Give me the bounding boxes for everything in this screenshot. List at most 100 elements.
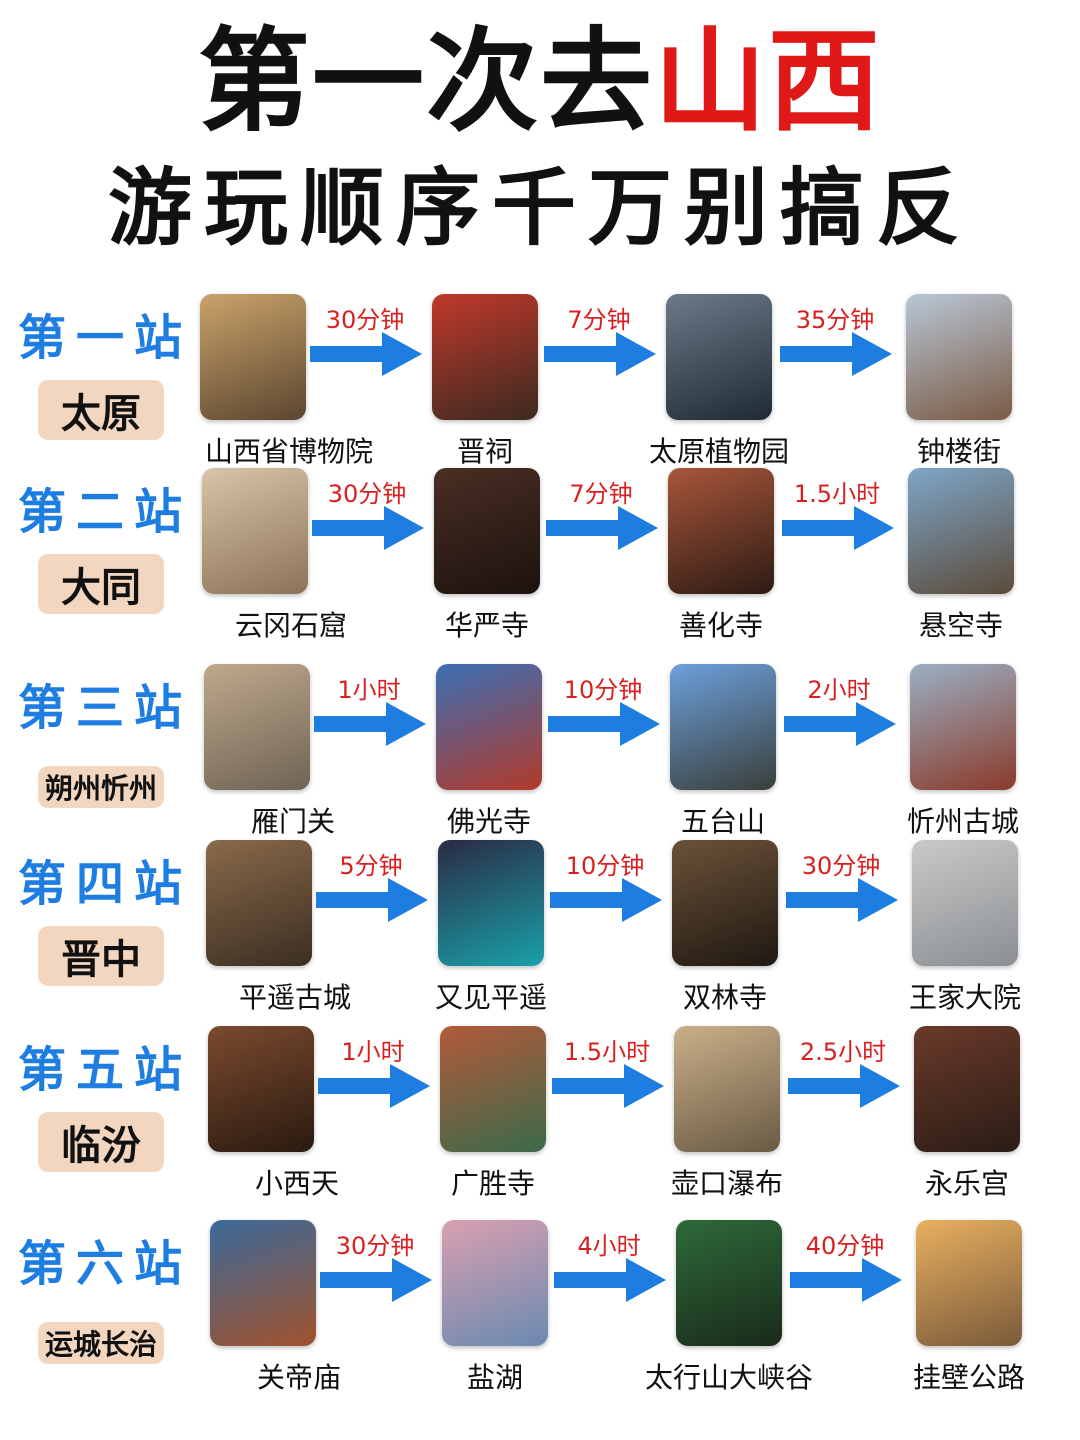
travel-time: 35分钟 (795, 306, 875, 334)
arrow-right-icon (784, 702, 896, 746)
place-photo[interactable] (204, 664, 310, 790)
travel-time: 10分钟 (565, 852, 645, 880)
photo-image (666, 294, 772, 420)
place-name: 晋祠 (456, 435, 514, 468)
station-label: 第六站 (18, 1236, 193, 1292)
arrow-right-icon (318, 1064, 430, 1108)
travel-time: 5分钟 (339, 852, 403, 880)
place-name: 钟楼街 (916, 435, 1002, 468)
photo-image (912, 840, 1018, 966)
place-name: 永乐宫 (924, 1167, 1010, 1200)
photo-image (910, 664, 1016, 790)
photo-image (672, 840, 778, 966)
arrow-right-icon (552, 1064, 664, 1108)
route-connector: 7分钟 (540, 300, 658, 380)
travel-time: 1小时 (337, 676, 401, 704)
place-photo[interactable] (440, 1026, 546, 1152)
route-connector: 1.5小时 (548, 1032, 666, 1112)
travel-time: 30分钟 (327, 480, 407, 508)
travel-time: 7分钟 (569, 480, 633, 508)
arrow-right-icon (320, 1258, 432, 1302)
route-connector: 1.5小时 (778, 474, 896, 554)
place-photo[interactable] (912, 840, 1018, 966)
arrow-right-icon (310, 332, 422, 376)
city-badge: 运城长治 (38, 1322, 164, 1364)
route-connector: 30分钟 (316, 1226, 434, 1306)
route-connector: 35分钟 (776, 300, 894, 380)
arrow-right-icon (544, 332, 656, 376)
travel-time: 2小时 (807, 676, 871, 704)
station-label: 第三站 (18, 680, 193, 736)
photo-image (200, 294, 306, 420)
place-photo[interactable] (442, 1220, 548, 1346)
place-photo[interactable] (668, 468, 774, 594)
route-connector: 1小时 (314, 1032, 432, 1112)
place-photo[interactable] (208, 1026, 314, 1152)
city-badge: 大同 (38, 554, 164, 614)
travel-time: 30分钟 (325, 306, 405, 334)
place-photo[interactable] (670, 664, 776, 790)
photo-image (438, 840, 544, 966)
place-photo[interactable] (432, 294, 538, 420)
place-photo[interactable] (438, 840, 544, 966)
route-connector: 1小时 (310, 670, 428, 750)
place-photo[interactable] (436, 664, 542, 790)
travel-time: 1.5小时 (793, 480, 881, 508)
travel-time: 2.5小时 (799, 1038, 887, 1066)
route-connector: 2.5小时 (784, 1032, 902, 1112)
place-photo[interactable] (666, 294, 772, 420)
route-connector: 7分钟 (542, 474, 660, 554)
place-name: 王家大院 (908, 981, 1022, 1014)
photo-image (204, 664, 310, 790)
place-photo[interactable] (672, 840, 778, 966)
photo-image (434, 468, 540, 594)
arrow-right-icon (550, 878, 662, 922)
place-name: 平遥古城 (238, 981, 352, 1014)
route-connector: 10分钟 (546, 846, 664, 926)
travel-time: 1小时 (341, 1038, 405, 1066)
city-badge: 朔州忻州 (38, 766, 164, 808)
place-photo[interactable] (910, 664, 1016, 790)
arrow-right-icon (786, 878, 898, 922)
place-photo[interactable] (914, 1026, 1020, 1152)
subtitle: 游玩顺序千万别搞反 (107, 159, 972, 257)
photo-image (670, 664, 776, 790)
arrow-right-icon (316, 878, 428, 922)
main-title: 第一次去山西 (0, 22, 1080, 142)
place-photo[interactable] (210, 1220, 316, 1346)
photo-image (674, 1026, 780, 1152)
place-name: 小西天 (254, 1167, 340, 1200)
photo-image (908, 468, 1014, 594)
place-photo[interactable] (676, 1220, 782, 1346)
place-name: 挂壁公路 (912, 1361, 1026, 1394)
city-badge: 临汾 (38, 1112, 164, 1172)
place-photo[interactable] (434, 468, 540, 594)
place-photo[interactable] (908, 468, 1014, 594)
title-highlight: 山西 (654, 17, 882, 147)
place-name: 善化寺 (678, 609, 764, 642)
place-photo[interactable] (200, 294, 306, 420)
arrow-right-icon (314, 702, 426, 746)
arrow-right-icon (546, 506, 658, 550)
place-photo[interactable] (206, 840, 312, 966)
photo-image (202, 468, 308, 594)
city-badge: 晋中 (38, 926, 164, 986)
arrow-right-icon (554, 1258, 666, 1302)
travel-time: 4小时 (577, 1232, 641, 1260)
route-connector: 10分钟 (544, 670, 662, 750)
place-name: 广胜寺 (450, 1167, 536, 1200)
photo-image (210, 1220, 316, 1346)
travel-time: 10分钟 (563, 676, 643, 704)
city-badge: 太原 (38, 380, 164, 440)
photo-image (442, 1220, 548, 1346)
place-photo[interactable] (916, 1220, 1022, 1346)
place-photo[interactable] (674, 1026, 780, 1152)
place-photo[interactable] (906, 294, 1012, 420)
arrow-right-icon (548, 702, 660, 746)
place-photo[interactable] (202, 468, 308, 594)
arrow-right-icon (790, 1258, 902, 1302)
